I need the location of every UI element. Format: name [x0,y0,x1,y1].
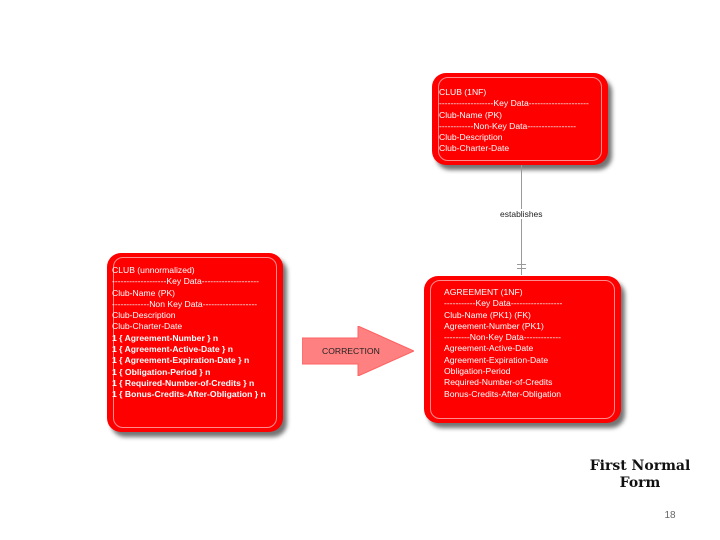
attribute-line: -------------Non Key Data---------------… [112,298,258,309]
attribute-line: Club-Description [112,310,176,321]
entity-club-unnormalized: CLUB (unnormalized)-------------------Ke… [107,253,283,432]
attribute-line: ------------Non-Key Data----------------… [439,120,576,131]
attribute-line: -------------------Key Data-------------… [112,276,259,287]
entity-attributes: AGREEMENT (1NF)-----------Key Data------… [444,287,617,400]
attribute-line: CLUB (unnormalized) [112,265,195,275]
relationship-cardinality-tick [517,268,526,269]
attribute-line: Club-Charter-Date [112,321,183,332]
slide-title-line: Form [619,475,661,491]
attribute-line: Club-Name (PK1) (FK) [444,309,531,320]
attribute-line: Obligation-Period [444,366,511,377]
entity-attributes: CLUB (unnormalized)-------------------Ke… [112,265,281,401]
attribute-line: ---------Non-Key Data------------- [444,332,561,343]
attribute-line: Club-Description [439,132,503,143]
entity-inner-border [113,257,277,428]
attribute-line: -----------Key Data------------------ [444,298,563,309]
attribute-line: Agreement-Active-Date [444,343,534,354]
attribute-line: Required-Number-of-Credits [444,377,553,388]
attribute-line: 1 { Agreement-Expiration-Date } n [112,355,250,366]
entity-inner-border [430,280,615,419]
attribute-line: 1 { Bonus-Credits-After-Obligation } n [112,389,266,400]
attribute-line: AGREEMENT (1NF) [444,287,523,297]
entity-inner-border [438,77,602,161]
attribute-line: Club-Name (PK) [112,287,176,298]
attribute-line: -------------------Key Data-------------… [439,98,589,109]
relationship-label: establishes [498,209,545,219]
correction-label: CORRECTION [322,346,380,356]
entity-agreement-1nf: AGREEMENT (1NF)-----------Key Data------… [424,276,621,423]
attribute-line: Agreement-Expiration-Date [444,354,549,365]
attribute-line: 1 { Agreement-Active-Date } n [112,344,233,355]
attribute-line: Club-Charter-Date [439,143,510,154]
slide-title-line: First Normal [589,458,691,474]
entity-club-1nf: CLUB (1NF)-------------------Key Data---… [432,73,608,165]
attribute-line: 1 { Obligation-Period } n [112,366,211,377]
attribute-line: Agreement-Number (PK1) [444,320,544,331]
slide-title: First Normal Form [580,458,700,492]
relationship-cardinality-tick [517,264,526,265]
attribute-line: Club-Name (PK) [439,109,503,120]
relationship-line [521,165,522,275]
attribute-line: CLUB (1NF) [439,87,487,97]
page-number: 18 [664,510,676,521]
attribute-line: 1 { Required-Number-of-Credits } n [112,377,255,388]
correction-arrow [302,326,414,376]
attribute-line: 1 { Agreement-Number } n [112,332,219,343]
attribute-line: Bonus-Credits-After-Obligation [444,388,562,399]
entity-attributes: CLUB (1NF)-------------------Key Data---… [439,87,604,155]
